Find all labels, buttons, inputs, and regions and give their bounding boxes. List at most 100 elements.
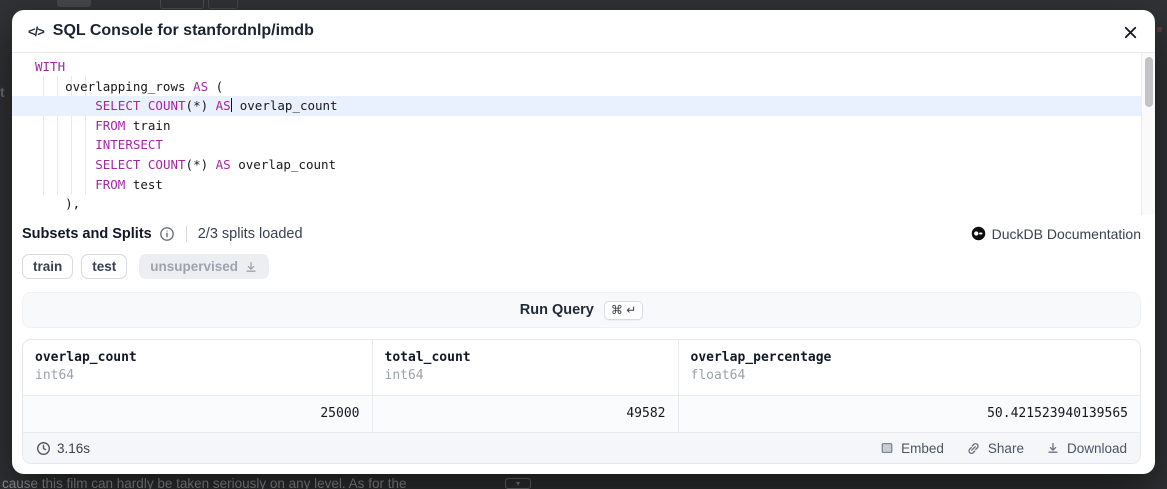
share-button[interactable]: Share bbox=[966, 441, 1024, 456]
sql-text: overlapping_rows bbox=[35, 78, 194, 94]
sql-text: overlap_count bbox=[232, 98, 338, 114]
split-pill-train[interactable]: train bbox=[22, 254, 74, 279]
sql-text: ), bbox=[35, 196, 81, 212]
sql-text bbox=[35, 137, 95, 152]
console-body: Subsets and Splits 2/3 splits loaded Duc… bbox=[12, 223, 1155, 464]
info-circle-icon[interactable] bbox=[159, 226, 175, 242]
sql-keyword: COUNT bbox=[147, 98, 186, 114]
result-cell: 49582 bbox=[371, 394, 678, 432]
background-ui-fragment bbox=[57, 0, 91, 7]
code-line[interactable]: FROM train bbox=[12, 116, 1155, 136]
code-line[interactable]: overlapping_rows AS ( bbox=[12, 77, 1155, 97]
sql-text bbox=[35, 157, 95, 172]
sql-text: train bbox=[125, 117, 171, 133]
sql-text: overlap_count bbox=[230, 156, 337, 172]
column-name: total_count bbox=[384, 350, 471, 365]
background-ui-fragment bbox=[160, 0, 204, 9]
embed-icon bbox=[881, 443, 893, 453]
splits-loaded-status: 2/3 splits loaded bbox=[197, 225, 303, 242]
column-header-total_count[interactable]: total_count int64 bbox=[371, 340, 678, 395]
splits-row: train test unsupervised bbox=[22, 254, 1141, 279]
code-line[interactable]: FROM test bbox=[12, 175, 1155, 195]
code-line[interactable]: ), bbox=[12, 194, 1155, 214]
column-type: int64 bbox=[35, 368, 75, 383]
column-name: overlap_count bbox=[35, 350, 137, 365]
sql-text: ( bbox=[208, 78, 224, 94]
duckdb-documentation-link[interactable]: DuckDB Documentation bbox=[971, 226, 1141, 242]
duckdb-logo-icon bbox=[971, 226, 985, 241]
code-brackets-icon: </> bbox=[28, 23, 45, 39]
modal-title: SQL Console for stanfordnlp/imdb bbox=[52, 22, 314, 39]
download-icon bbox=[246, 261, 256, 272]
action-label: Embed bbox=[901, 440, 944, 456]
code-line[interactable]: SELECT COUNT(*) AS overlap_count bbox=[12, 96, 1155, 116]
share-link-icon bbox=[968, 442, 979, 454]
split-label: train bbox=[33, 259, 63, 274]
column-header-overlap_percentage[interactable]: overlap_percentage float64 bbox=[677, 340, 1140, 395]
sql-text bbox=[35, 98, 95, 113]
sql-console-modal: </> SQL Console for stanfordnlp/imdb WIT… bbox=[12, 10, 1155, 474]
column-type: float64 bbox=[690, 368, 746, 383]
split-label: unsupervised bbox=[150, 259, 239, 274]
action-label: Download bbox=[1066, 440, 1127, 456]
download-button[interactable]: Download bbox=[1046, 441, 1127, 456]
keyboard-shortcut-badge: ⌘ ↵ bbox=[603, 300, 644, 320]
sql-keyword: SELECT bbox=[95, 156, 141, 172]
duckdb-documentation-label: DuckDB Documentation bbox=[991, 225, 1141, 242]
sql-keyword: WITH bbox=[35, 59, 66, 74]
subsets-info-row: Subsets and Splits 2/3 splits loaded Duc… bbox=[22, 223, 1141, 244]
sql-text bbox=[35, 118, 95, 133]
result-cell: 50.421523940139565 bbox=[677, 394, 1140, 432]
sql-text bbox=[140, 98, 148, 113]
run-query-button[interactable]: Run Query ⌘ ↵ bbox=[22, 292, 1141, 328]
sql-editor[interactable]: WITH overlapping_rows AS ( SELECT COUNT(… bbox=[12, 53, 1155, 215]
sql-text: (*) bbox=[185, 98, 216, 114]
background-review-text: cause this film can hardly be taken seri… bbox=[2, 476, 407, 489]
sql-keyword: SELECT bbox=[95, 98, 141, 114]
background-ui-fragment bbox=[1157, 27, 1162, 32]
code-line[interactable]: INTERSECT bbox=[12, 135, 1155, 155]
sql-keyword: AS bbox=[193, 78, 209, 94]
split-pill-unsupervised[interactable]: unsupervised bbox=[139, 254, 270, 279]
sql-keyword: AS bbox=[215, 98, 231, 114]
modal-header: </> SQL Console for stanfordnlp/imdb bbox=[12, 10, 1155, 53]
sql-keyword: COUNT bbox=[147, 156, 186, 172]
query-elapsed-time: 3.16s bbox=[57, 440, 91, 456]
split-pill-test[interactable]: test bbox=[81, 254, 128, 279]
sql-text bbox=[35, 177, 95, 192]
close-button[interactable] bbox=[1119, 21, 1141, 43]
column-type: int64 bbox=[384, 368, 424, 383]
embed-button[interactable]: Embed bbox=[880, 441, 944, 456]
editor-scrollbar-thumb[interactable] bbox=[1145, 57, 1153, 107]
background-ui-fragment bbox=[208, 0, 238, 9]
run-query-label: Run Query bbox=[519, 302, 594, 318]
divider bbox=[185, 225, 187, 242]
sql-keyword: FROM bbox=[95, 176, 126, 192]
clock-icon bbox=[37, 441, 50, 455]
sql-text bbox=[140, 157, 148, 172]
column-name: overlap_percentage bbox=[690, 350, 832, 365]
column-header-overlap_count[interactable]: overlap_count int64 bbox=[23, 340, 372, 395]
subsets-heading: Subsets and Splits bbox=[22, 225, 152, 242]
background-text-fragment: t bbox=[0, 84, 5, 100]
sql-keyword: INTERSECT bbox=[95, 137, 163, 153]
sql-text: (*) bbox=[185, 156, 216, 172]
code-line[interactable]: WITH bbox=[12, 57, 1155, 77]
sql-keyword: FROM bbox=[95, 117, 126, 133]
results-actions: Embed Share Download bbox=[880, 441, 1127, 456]
code-lines: WITH overlapping_rows AS ( SELECT COUNT(… bbox=[12, 53, 1155, 214]
code-line[interactable]: SELECT COUNT(*) AS overlap_count bbox=[12, 155, 1155, 175]
result-cell: 25000 bbox=[23, 394, 372, 432]
background-ui-fragment: ▾ bbox=[505, 478, 531, 489]
editor-scrollbar[interactable] bbox=[1141, 53, 1155, 215]
sql-keyword: AS bbox=[215, 156, 231, 172]
split-label: test bbox=[92, 259, 117, 274]
action-label: Share bbox=[987, 440, 1024, 456]
close-x-icon bbox=[1124, 26, 1136, 38]
download-icon bbox=[1048, 442, 1058, 453]
